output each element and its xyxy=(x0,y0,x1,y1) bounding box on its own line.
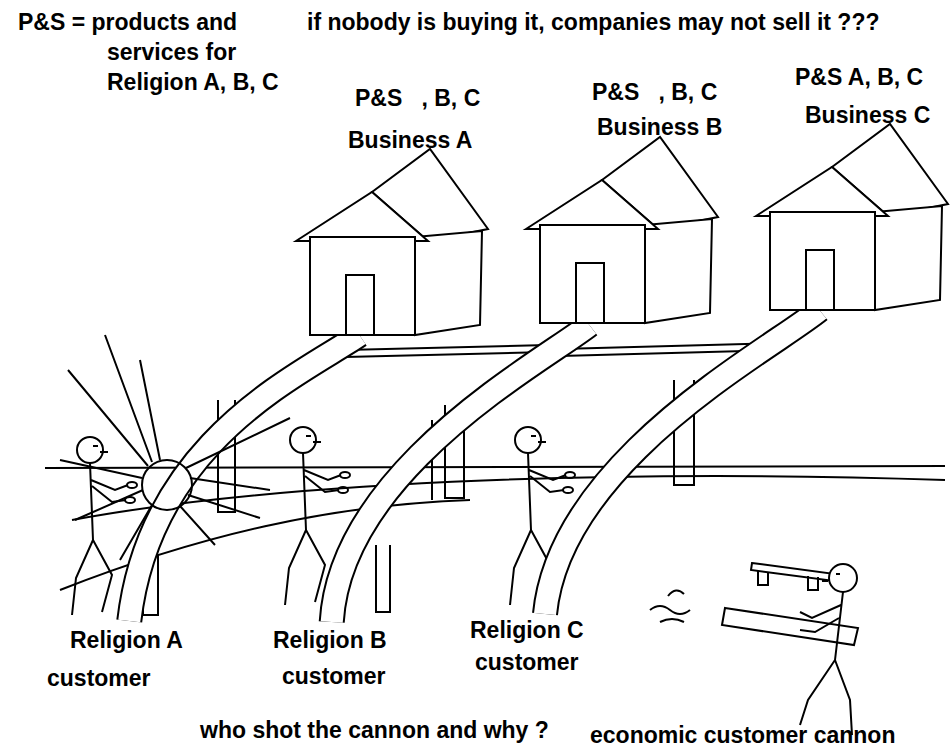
customer-label-text: Religion A customer xyxy=(47,621,222,697)
house-side-wall xyxy=(875,206,942,310)
explosion-circle xyxy=(142,460,192,510)
road-edge xyxy=(129,335,359,621)
house-gable xyxy=(296,192,428,241)
products-label: P&S , B, C xyxy=(592,79,717,105)
ground-curve xyxy=(60,500,470,590)
customer-label: Religion C customer xyxy=(465,614,625,678)
road-connector xyxy=(129,335,359,621)
definition-note: P&S = products and services for Religion… xyxy=(18,7,292,97)
customer-label-text: Religion C customer xyxy=(465,614,625,678)
road-surface xyxy=(129,335,359,621)
explosion-ray xyxy=(60,335,290,560)
products-label: P&S A, B, C xyxy=(795,64,923,90)
gunner-body xyxy=(800,574,852,735)
house-door xyxy=(576,263,604,323)
business-house: P&S A, B, C Business C xyxy=(755,62,950,310)
business-name: Business C xyxy=(805,102,930,128)
house-side-wall xyxy=(645,219,712,323)
house-outline xyxy=(295,85,490,335)
business-name: Business B xyxy=(597,114,722,140)
house-door xyxy=(346,275,374,335)
gunner-head xyxy=(829,564,857,592)
cannon-smoke xyxy=(650,590,690,622)
house-door xyxy=(806,250,834,310)
business-house: P&S , B, C Business A xyxy=(295,85,490,335)
business-house: P&S , B, C Business B xyxy=(525,78,720,325)
house-front xyxy=(770,212,875,310)
house-front xyxy=(540,225,645,323)
cannon-sight xyxy=(751,563,835,581)
cannon-label: economic customer cannon xyxy=(590,722,895,748)
customer-label: Religion B customer xyxy=(264,622,447,694)
house-gable xyxy=(756,167,888,216)
house-side-wall xyxy=(415,231,482,335)
cannon-label-text: economic customer cannon xyxy=(590,722,895,748)
question-note: who shot the cannon and why ? xyxy=(200,717,549,743)
customer-label: Religion A customer xyxy=(47,621,222,697)
heading-note: if nobody is buying it, companies may no… xyxy=(307,9,880,35)
cannon-mount xyxy=(758,570,818,590)
ground-curve xyxy=(72,476,945,520)
customer-label-text: Religion B customer xyxy=(264,622,447,694)
house-front xyxy=(310,237,415,335)
products-label: P&S , B, C xyxy=(355,85,480,111)
business-name: Business A xyxy=(348,127,472,153)
house-outline xyxy=(755,62,950,310)
house-gable xyxy=(526,180,658,229)
